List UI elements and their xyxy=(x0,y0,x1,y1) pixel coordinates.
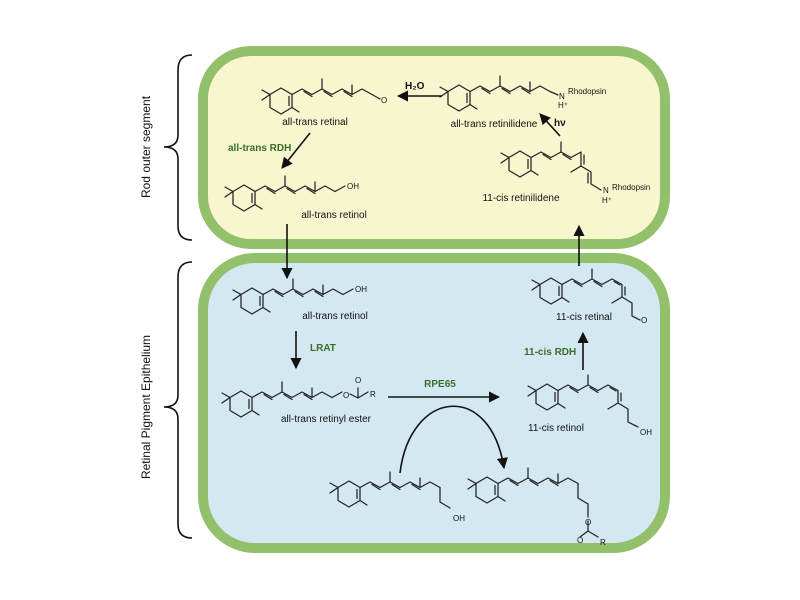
label-all-trans-retinol-top: all-trans retinol xyxy=(301,210,367,221)
molecule-retinol-cosubstrate xyxy=(329,471,451,509)
brace-rpe xyxy=(163,261,193,539)
molecule-all-trans-retinilidene xyxy=(439,75,559,112)
enzyme-lrat: LRAT xyxy=(310,343,336,354)
label-all-trans-retinal-top: all-trans retinal xyxy=(282,117,348,128)
molecule-all-trans-retinyl-ester xyxy=(221,381,369,418)
molecule-11-cis-retinilidene xyxy=(500,141,602,191)
arrow-light xyxy=(539,113,561,137)
rod-outer-segment-membrane xyxy=(198,46,670,249)
atom-rhodopsin-retinilidene: Rhodopsin xyxy=(568,87,606,96)
label-all-trans-retinyl-ester: all-trans retinyl ester xyxy=(281,414,372,425)
atom-oh-retinol-rpe: OH xyxy=(355,285,367,294)
atom-oh-cosubstrate: OH xyxy=(453,514,465,523)
arrow-retinal-to-retinol xyxy=(281,132,311,169)
label-11-cis-retinal: 11-cis retinal xyxy=(556,312,612,323)
enzyme-rpe65: RPE65 xyxy=(424,379,456,390)
label-all-trans-retinilidene: all-trans retinilidene xyxy=(451,119,538,130)
atom-o-ester: O xyxy=(343,391,349,400)
atom-o-cis-retinal: O xyxy=(641,316,647,325)
atom-hplus-retinilidene: H⁺ xyxy=(558,101,568,110)
atom-rhodopsin-cis-retinilidene: Rhodopsin xyxy=(612,183,650,192)
brace-rod xyxy=(163,54,193,241)
atom-n-retinilidene: N xyxy=(559,92,565,101)
reagent-light: hν xyxy=(554,118,566,129)
atom-o-retinal-top: O xyxy=(381,96,387,105)
atom-o2-ester: O xyxy=(355,376,361,385)
atom-oh-retinol-top: OH xyxy=(347,182,359,191)
molecule-all-trans-retinol-top xyxy=(224,175,346,212)
molecule-11-cis-retinol xyxy=(527,374,639,428)
molecule-all-trans-retinal-top xyxy=(261,78,381,115)
label-all-trans-retinol-rpe: all-trans retinol xyxy=(302,311,368,322)
arrow-curved-transesterification xyxy=(399,405,508,474)
atom-n-cis-retinilidene: N xyxy=(603,186,609,195)
reagent-water: H₂O xyxy=(405,81,425,92)
rpe-membrane xyxy=(198,253,670,553)
atom-hplus-cis-retinilidene: H⁺ xyxy=(602,196,612,205)
atom-r-product: R xyxy=(600,538,606,547)
atom-o-product: O xyxy=(585,518,591,527)
molecule-all-trans-retinol-rpe xyxy=(232,278,354,315)
rod-outer-segment-label: Rod outer segment xyxy=(139,95,153,198)
atom-oh-cis-retinol: OH xyxy=(640,428,652,437)
molecule-11-cis-retinal xyxy=(531,268,641,321)
atom-o2-product: O xyxy=(577,536,583,545)
rpe-label: Retinal Pigment Epithelium xyxy=(139,335,153,479)
label-11-cis-retinol: 11-cis retinol xyxy=(528,423,584,434)
enzyme-11-cis-rdh: 11-cis RDH xyxy=(524,347,576,358)
atom-r-ester: R xyxy=(370,390,376,399)
molecule-ester-product xyxy=(467,467,599,538)
enzyme-all-trans-rdh: all-trans RDH xyxy=(228,143,291,154)
label-11-cis-retinilidene: 11-cis retinilidene xyxy=(482,193,560,204)
